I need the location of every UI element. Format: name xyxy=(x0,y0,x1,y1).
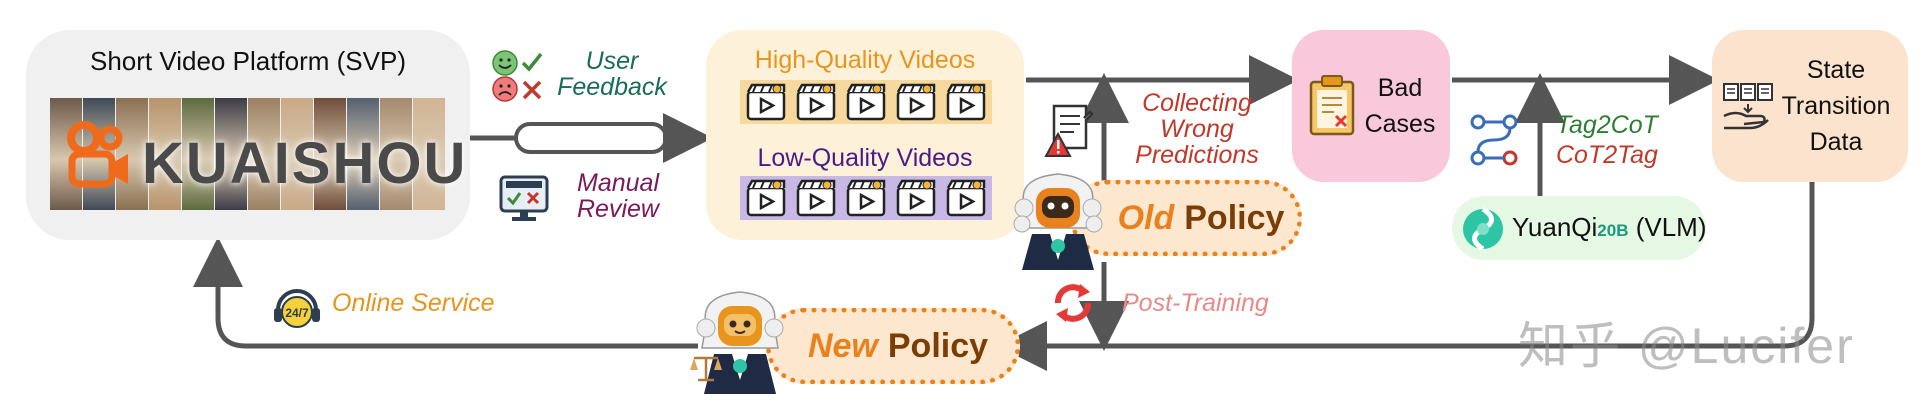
clipboard-cross-icon xyxy=(1309,75,1355,136)
vlm-label: YuanQi20B (VLM) xyxy=(1512,212,1707,242)
data-transfer-icon xyxy=(1723,83,1773,130)
online-service-label: Online Service xyxy=(332,289,495,317)
headset-24-7-icon: 24/7 xyxy=(274,289,320,328)
manual-review-label: Manual Review xyxy=(577,169,659,223)
svp-title: Short Video Platform (SVP) xyxy=(90,46,406,76)
arrow-newpolicy-to-svp xyxy=(193,237,698,349)
low-quality-videos-label: Low-Quality Videos xyxy=(757,144,973,172)
judge-robot-icon xyxy=(1013,173,1103,270)
video-thumbnail xyxy=(380,98,413,210)
kuaishou-logo-icon xyxy=(67,121,128,188)
video-clip-icon xyxy=(746,83,786,121)
video-thumbnail xyxy=(281,98,314,210)
video-clip-icon xyxy=(746,179,786,217)
old-policy-highlight: Old xyxy=(1117,198,1175,237)
state-transition-panel xyxy=(1712,30,1908,182)
warning-document-icon xyxy=(1044,104,1094,157)
watermark-text: 知乎 @Lucifer xyxy=(1518,318,1855,374)
video-clip-icon xyxy=(846,83,886,121)
video-clip-icon xyxy=(946,83,986,121)
high-quality-videos-label: High-Quality Videos xyxy=(754,46,976,74)
kuaishou-logo-text: KUAISHOU xyxy=(142,131,468,196)
check-icon xyxy=(521,52,543,72)
audit-monitor-icon xyxy=(499,175,549,221)
video-clip-icon xyxy=(796,83,836,121)
video-clip-icon xyxy=(946,179,986,217)
new-policy-highlight: New xyxy=(807,326,878,365)
post-training-label: Post-Training xyxy=(1122,289,1269,317)
video-thumbnail xyxy=(149,98,182,210)
feedback-pill xyxy=(514,122,668,154)
vlm-size-subscript: 20B xyxy=(1597,221,1629,240)
smile-face-icon xyxy=(492,50,518,76)
svg-text:24/7: 24/7 xyxy=(285,306,309,320)
video-thumbnail xyxy=(347,98,380,210)
video-thumbnail xyxy=(116,98,149,210)
cross-icon xyxy=(522,80,542,100)
video-thumbnail xyxy=(413,98,446,210)
video-clip-icon xyxy=(896,179,936,217)
video-clip-icon xyxy=(796,179,836,217)
refresh-cycle-icon xyxy=(1055,284,1091,322)
tag2cot-label: Tag2CoT xyxy=(1556,111,1658,139)
new-policy-text: Policy xyxy=(887,326,989,365)
video-clip-icon xyxy=(846,179,886,217)
video-clip-icon xyxy=(896,83,936,121)
judge-robot-scales-icon xyxy=(690,291,784,394)
yuanqi-logo-icon xyxy=(1463,206,1503,252)
workflow-nodes-icon xyxy=(1470,114,1518,166)
cot2tag-label: CoT2Tag xyxy=(1556,141,1658,169)
collecting-wrong-predictions-label: Collecting Wrong Predictions xyxy=(1135,89,1259,169)
video-thumbnail xyxy=(248,98,281,210)
state-transition-label: State Transition Data xyxy=(1781,56,1891,156)
old-policy-text: Policy xyxy=(1184,198,1285,237)
video-thumbnail xyxy=(314,98,347,210)
video-thumbnail xyxy=(182,98,215,210)
user-feedback-label: User Feedback xyxy=(557,47,667,101)
video-thumbnail xyxy=(215,98,248,210)
bad-cases-label: Bad Cases xyxy=(1364,74,1436,138)
sad-face-icon xyxy=(492,76,518,102)
high-quality-clip-strip xyxy=(740,80,992,124)
arrow-state-return xyxy=(997,182,1815,371)
low-quality-clip-strip xyxy=(740,176,992,220)
